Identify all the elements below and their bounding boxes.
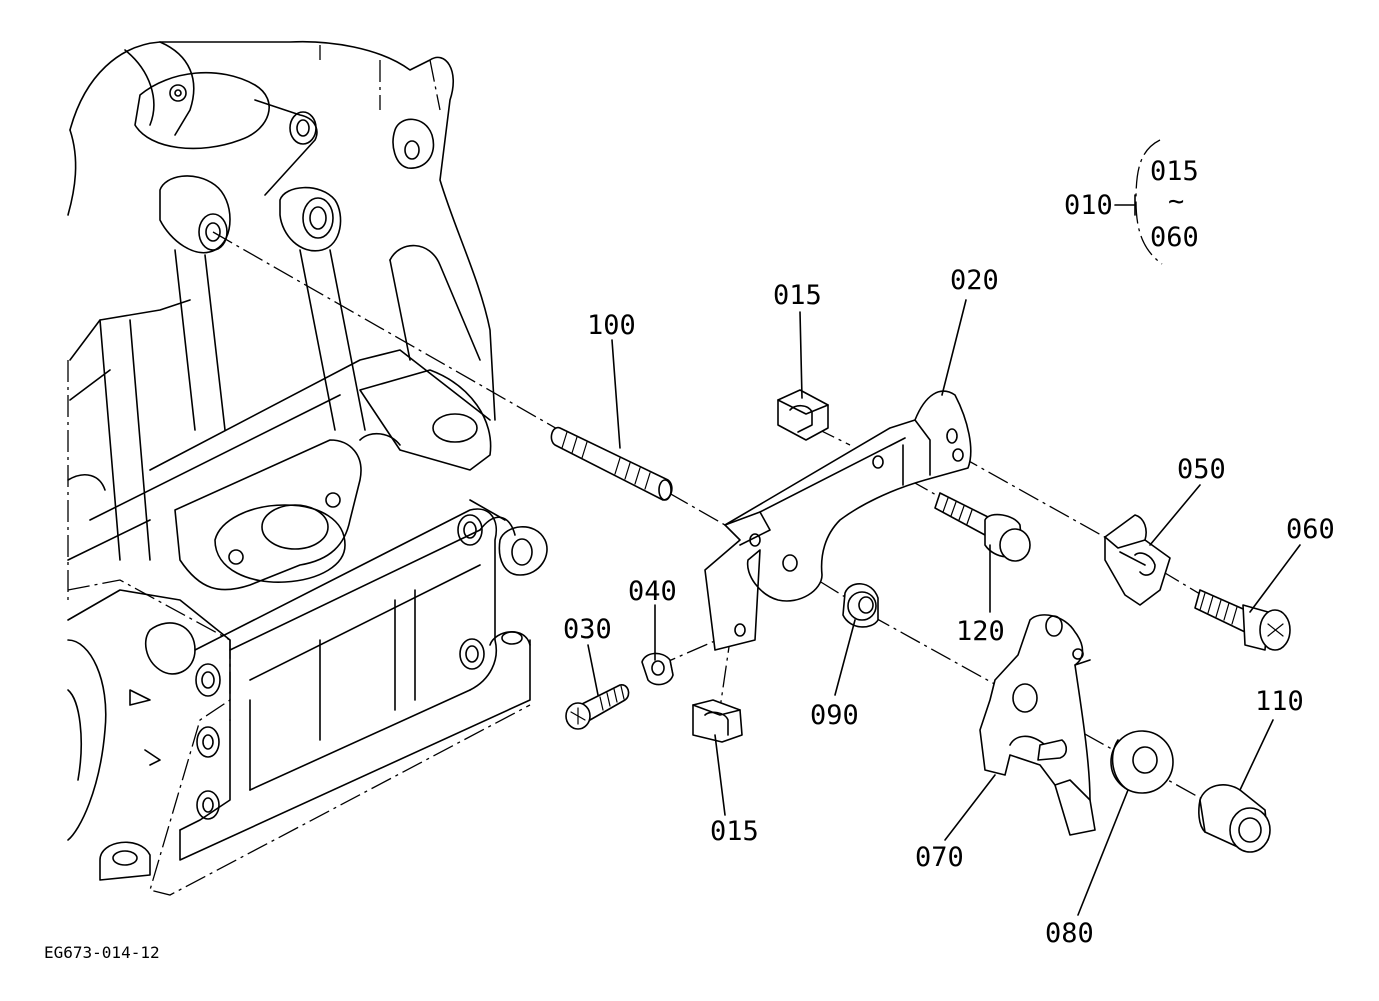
leader-lines <box>587 299 1301 916</box>
part-015-bottom-clip <box>692 699 743 743</box>
label-120: 120 <box>956 616 1005 647</box>
group-tilde: ~ <box>1168 186 1184 217</box>
label-020: 020 <box>950 265 999 296</box>
part-090-spacer <box>842 583 879 628</box>
group-label-060: 060 <box>1150 222 1199 253</box>
group-brace <box>1114 139 1163 265</box>
part-110-bushing <box>1198 784 1271 853</box>
part-070-lever <box>979 614 1096 836</box>
part-050-plate <box>1104 514 1171 606</box>
diagram-reference-code: EG673-014-12 <box>44 943 160 962</box>
label-015-top: 015 <box>773 280 822 311</box>
part-030-screw <box>565 684 630 730</box>
part-040-nut <box>641 652 674 686</box>
label-050: 050 <box>1177 454 1226 485</box>
part-120-bolt <box>934 492 1031 562</box>
group-label-010: 010 <box>1064 190 1113 221</box>
label-060: 060 <box>1286 514 1335 545</box>
label-110: 110 <box>1255 686 1304 717</box>
part-060-bolt <box>1194 589 1291 651</box>
part-labels: 100 015 020 050 060 040 030 015 090 120 … <box>44 156 1335 962</box>
label-070: 070 <box>915 842 964 873</box>
part-100-stud <box>550 426 673 501</box>
label-015-bottom: 015 <box>710 816 759 847</box>
part-015-top-clip <box>777 389 829 441</box>
part-020-bracket <box>704 390 972 651</box>
label-030: 030 <box>563 614 612 645</box>
label-040: 040 <box>628 576 677 607</box>
engine-block <box>67 40 548 896</box>
label-090: 090 <box>810 700 859 731</box>
part-080-washer <box>1110 730 1174 794</box>
group-label-015: 015 <box>1150 156 1199 187</box>
label-100: 100 <box>587 310 636 341</box>
label-080: 080 <box>1045 918 1094 949</box>
